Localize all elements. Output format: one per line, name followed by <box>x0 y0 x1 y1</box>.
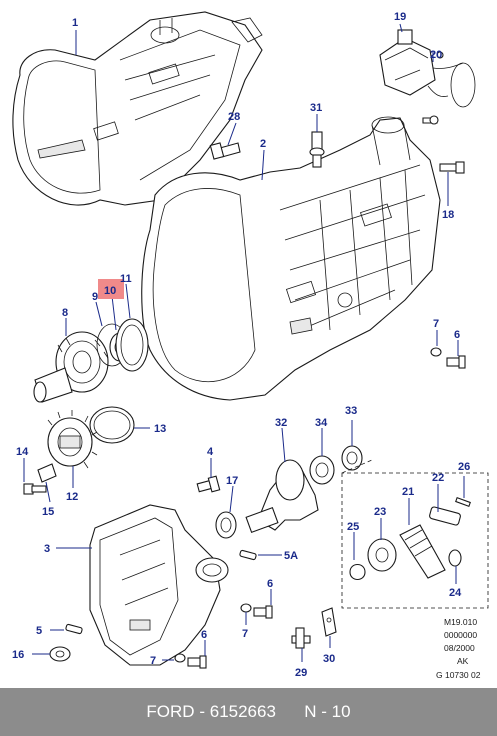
callout-15: 15 <box>42 506 54 518</box>
output-flange-32 <box>245 459 319 534</box>
sensor-22 <box>429 506 461 526</box>
callout-13: 13 <box>154 423 166 435</box>
callout-28: 28 <box>228 111 240 123</box>
washer-bolt-upper <box>430 347 466 369</box>
callout-30: 30 <box>323 653 335 665</box>
callout-22: 22 <box>432 472 444 484</box>
inset-detail-box <box>341 459 489 609</box>
callout-29: 29 <box>295 667 307 679</box>
washer-bolt-lower <box>174 653 207 669</box>
callout-7-upper: 7 <box>433 318 439 330</box>
callout-31: 31 <box>310 102 322 114</box>
pin-26 <box>455 497 471 507</box>
callout-25: 25 <box>347 521 359 533</box>
ref-line-2: 0000000 <box>444 630 477 640</box>
pin-5 <box>65 623 83 635</box>
callout-5: 5 <box>36 625 42 637</box>
callout-labels: 1 2 3 4 5 5A 6 6 6 7 7 7 8 9 10 11 12 13… <box>12 11 470 679</box>
bolt-28 <box>209 142 241 160</box>
clip-25 <box>349 563 366 581</box>
callout-32: 32 <box>275 417 287 429</box>
callout-6-lower: 6 <box>201 629 207 641</box>
bracket-30 <box>321 607 337 637</box>
callout-7-lower: 7 <box>150 655 156 667</box>
gear-23 <box>367 538 397 572</box>
ref-line-4: AK <box>457 656 469 666</box>
bolt-14 <box>23 483 47 495</box>
input-shaft-hub-8 <box>33 331 109 403</box>
ref-line-3: 08/2000 <box>444 643 475 653</box>
callout-21: 21 <box>402 486 414 498</box>
callout-26: 26 <box>458 461 470 473</box>
bolt-18 <box>439 161 465 174</box>
callout-14: 14 <box>16 446 29 458</box>
callout-24: 24 <box>449 587 462 599</box>
ref-line-1: M19.010 <box>444 617 477 627</box>
stud-29 <box>291 627 311 649</box>
callout-9: 9 <box>92 291 98 303</box>
extension-housing-3 <box>89 504 229 666</box>
callout-12: 12 <box>66 491 78 503</box>
footer-separator: - <box>199 702 205 721</box>
gasket-11 <box>115 318 149 372</box>
callout-23: 23 <box>374 506 386 518</box>
leader-lines <box>23 23 465 662</box>
transmission-case-2 <box>141 116 441 401</box>
callout-34: 34 <box>315 417 328 429</box>
callout-6-upper: 6 <box>454 329 460 341</box>
footer-part-number: 6152663 <box>209 702 276 721</box>
gear-33 <box>341 445 363 471</box>
callout-4: 4 <box>207 446 214 458</box>
highlight-box <box>98 279 124 299</box>
shift-module-19 <box>379 29 476 125</box>
callout-1: 1 <box>72 17 78 29</box>
o-ring-13 <box>89 406 135 444</box>
callout-20: 20 <box>430 49 442 61</box>
callout-2: 2 <box>260 138 266 150</box>
footer-gap <box>276 702 304 722</box>
callout-18: 18 <box>442 209 454 221</box>
ref-line-5: G 10730 02 <box>436 670 481 680</box>
washer-16 <box>49 646 71 662</box>
o-ring-24 <box>448 549 462 567</box>
seal-34 <box>309 455 335 485</box>
footer-position: N - 10 <box>304 702 351 721</box>
callout-19: 19 <box>394 11 406 23</box>
footer-bar: FORD - 6152663 N - 10 <box>0 688 497 736</box>
stud-31 <box>309 131 325 168</box>
gear-hub-12 <box>47 410 98 469</box>
pin-5a <box>239 549 257 561</box>
transmission-housing-1 <box>12 11 263 206</box>
ring-17 <box>215 511 237 539</box>
callout-11: 11 <box>120 273 132 285</box>
callout-6-mid: 6 <box>267 578 273 590</box>
callout-16: 16 <box>12 649 24 661</box>
exploded-parts-diagram: 1 2 3 4 5 5A 6 6 6 7 7 7 8 9 10 11 12 13… <box>12 11 489 680</box>
callout-17: 17 <box>226 475 238 487</box>
callout-8: 8 <box>62 307 68 319</box>
shaft-21 <box>399 524 446 579</box>
clip-15 <box>37 463 57 483</box>
reference-block: M19.010 0000000 08/2000 AK G 10730 02 <box>436 617 481 680</box>
callout-10: 10 <box>104 285 116 297</box>
callout-7-mid: 7 <box>242 628 248 640</box>
footer-brand: FORD <box>146 702 195 721</box>
callout-33: 33 <box>345 405 357 417</box>
callout-5a: 5A <box>284 550 298 562</box>
bolt-4 <box>196 475 221 493</box>
callout-3: 3 <box>44 543 50 555</box>
